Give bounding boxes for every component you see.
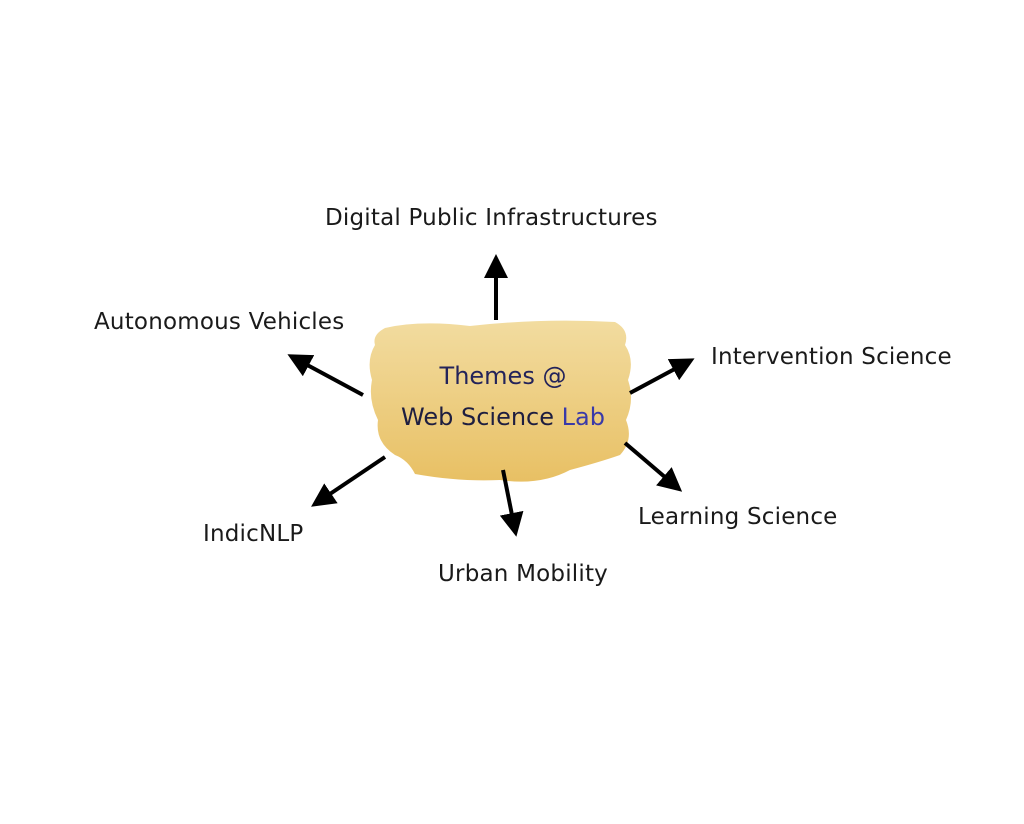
paint-brush-blob	[369, 320, 632, 482]
theme-digital-public-infrastructures: Digital Public Infrastructures	[325, 205, 658, 231]
center-line-2: Web Science Lab	[378, 397, 628, 438]
arrow-intervention-science	[629, 358, 695, 395]
arrow-indicnlp	[311, 455, 387, 507]
theme-intervention-science: Intervention Science	[711, 344, 952, 370]
center-line-2-suffix: Lab	[561, 403, 605, 431]
theme-learning-science: Learning Science	[638, 504, 838, 530]
center-line-1: Themes @	[439, 362, 567, 390]
center-title: Themes @ Web Science Lab	[378, 356, 628, 438]
arrow-learning-science	[623, 441, 683, 492]
theme-urban-mobility: Urban Mobility	[438, 561, 608, 587]
theme-autonomous-vehicles: Autonomous Vehicles	[94, 309, 345, 335]
arrow-autonomous-vehicles	[287, 354, 364, 397]
center-line-2-prefix: Web Science	[401, 403, 555, 431]
arrow-urban-mobility	[499, 469, 524, 537]
theme-indicnlp: IndicNLP	[203, 521, 304, 547]
